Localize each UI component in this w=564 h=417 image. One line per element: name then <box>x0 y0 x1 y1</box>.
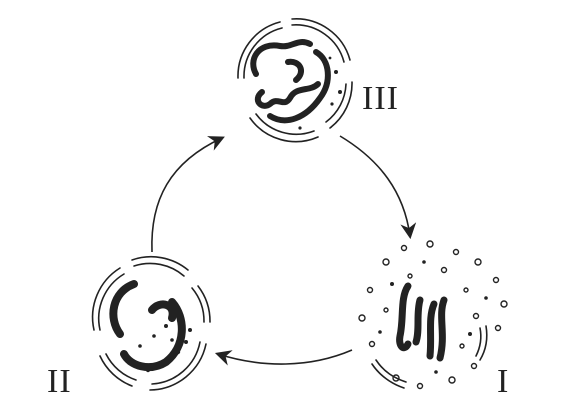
cell-iii <box>237 18 353 143</box>
cell-ii-nuclear-envelope <box>91 255 211 391</box>
cell-i-granules <box>378 260 488 374</box>
cell-ii-chromosomes <box>109 280 186 372</box>
arrow-iii-to-i <box>339 135 417 240</box>
cell-iii-nuclear-envelope <box>237 18 353 143</box>
cycle-arrows <box>151 135 417 366</box>
cell-ii <box>91 255 211 391</box>
cell-i-chromosomes <box>396 282 448 362</box>
arrow-ii-to-iii <box>151 136 225 253</box>
arrow-i-to-ii <box>214 349 353 366</box>
stage-label-ii: II <box>47 363 72 400</box>
cell-i <box>358 240 508 390</box>
cell-iii-chromosomes <box>250 39 331 124</box>
cell-ii-granules <box>138 324 192 373</box>
stage-label-iii: III <box>362 80 399 117</box>
cell-i-envelope-fragments <box>371 325 488 389</box>
cell-i-vesicles <box>358 240 508 390</box>
stage-label-i: I <box>497 363 510 400</box>
cell-iii-granules <box>298 56 342 130</box>
